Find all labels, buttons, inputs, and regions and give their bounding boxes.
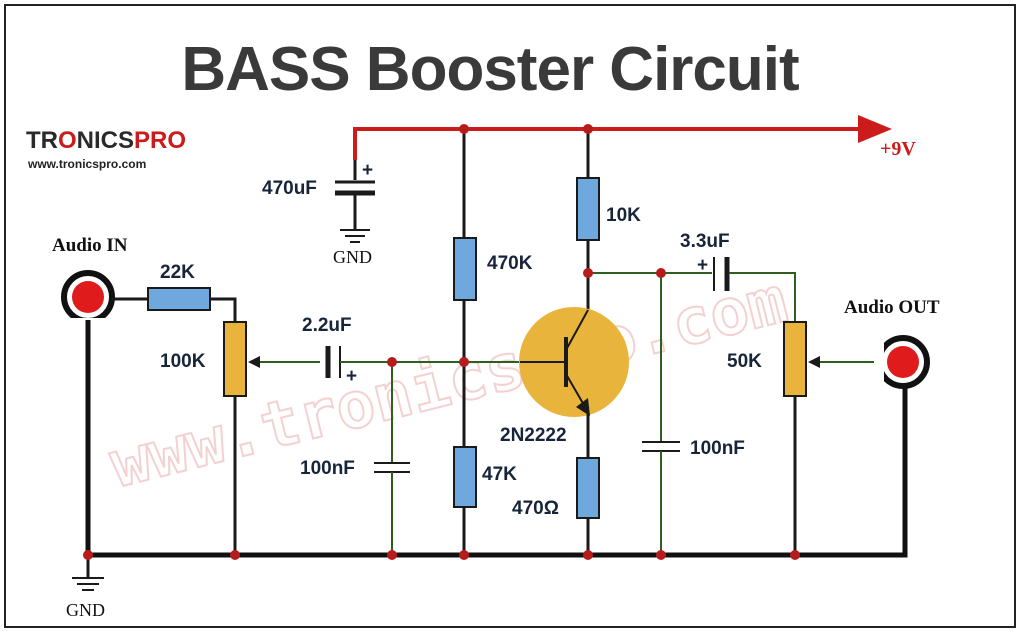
potentiometer-input-label: 100K (160, 351, 206, 372)
node-coupling-filter (387, 357, 397, 367)
transistor: 2N2222 (500, 307, 629, 446)
audio-in-jack: Audio IN (52, 235, 128, 332)
node-ground-filter-left (387, 550, 397, 560)
node-collector (583, 268, 593, 278)
capacitor-coupling-out-polarity: + (697, 255, 708, 276)
supply-label: +9V (880, 138, 916, 160)
resistor-emitter-label: 470Ω (512, 498, 559, 519)
ground-bottom-label: GND (66, 600, 105, 620)
capacitor-coupling-out: + 3.3uF (680, 231, 730, 291)
audio-out-jack-icon (887, 346, 919, 378)
resistor-collector (576, 177, 600, 241)
resistor-bias-top-label: 470K (487, 253, 533, 274)
audio-in-label: Audio IN (52, 235, 128, 256)
node-base (459, 357, 469, 367)
capacitor-filter-right-label: 100nF (690, 438, 745, 459)
resistor-input-label: 22K (160, 262, 195, 283)
resistor-emitter (576, 457, 600, 519)
capacitor-supply-polarity: + (362, 160, 373, 181)
logo-o: O (58, 127, 77, 154)
svg-text:TRONICSPRO: TRONICSPRO (26, 127, 186, 154)
logo-mid: NICS (77, 127, 134, 154)
diagram-frame (4, 4, 1016, 628)
capacitor-filter-right: 100nF (642, 273, 745, 555)
transistor-body (519, 307, 629, 417)
node-ground-bias (459, 550, 469, 560)
ground-top-label: GND (333, 247, 372, 267)
ground-bottom-icon (72, 577, 104, 591)
resistor-input (147, 287, 211, 311)
audio-out-label: Audio OUT (844, 297, 940, 318)
pot-output-wiper-icon (808, 356, 820, 368)
ground-top-icon (340, 229, 370, 243)
page-title: BASS Booster Circuit (181, 35, 799, 104)
node-ground-emitter (583, 550, 593, 560)
brand-logo: TRONICSPRO www.tronicspro.com (26, 127, 186, 171)
resistor-bias-top (453, 237, 477, 301)
pot-input-wiper-icon (248, 356, 260, 368)
supply-arrow-icon (858, 115, 892, 143)
logo-prefix: TR (26, 127, 58, 154)
node-rail-collector (583, 124, 593, 134)
audio-in-jack-icon (72, 281, 104, 313)
brand-url: www.tronicspro.com (27, 157, 146, 171)
node-ground-left (83, 550, 93, 560)
capacitor-supply: + 470uF GND (262, 160, 375, 267)
ground-bus: GND (66, 320, 908, 620)
logo-suffix: PRO (134, 127, 186, 154)
capacitor-coupling-in: + 2.2uF (302, 315, 357, 387)
audio-out-jack: Audio OUT (844, 297, 940, 389)
capacitor-coupling-in-label: 2.2uF (302, 315, 352, 336)
resistor-collector-label: 10K (606, 205, 641, 226)
emitter-arrow-icon (576, 398, 590, 416)
potentiometer-input: 100K (160, 321, 320, 397)
node-ground-pot-in (230, 550, 240, 560)
potentiometer-output-label: 50K (727, 351, 762, 372)
capacitor-coupling-out-label: 3.3uF (680, 231, 730, 252)
supply-wire (353, 127, 860, 160)
resistor-bias-bottom (453, 446, 477, 508)
capacitor-supply-label: 470uF (262, 178, 317, 199)
junction-nodes (83, 124, 800, 560)
capacitor-filter-left: 100nF (300, 362, 410, 555)
capacitor-coupling-in-polarity: + (346, 366, 357, 387)
node-ground-filter-right (656, 550, 666, 560)
supply-rail: +9V (353, 115, 916, 160)
capacitor-filter-left-label: 100nF (300, 458, 355, 479)
node-rail-bias (459, 124, 469, 134)
potentiometer-output: 50K (727, 321, 880, 397)
node-output-filter (656, 268, 666, 278)
node-ground-pot-out (790, 550, 800, 560)
resistor-bias-bottom-label: 47K (482, 464, 517, 485)
transistor-label: 2N2222 (500, 425, 567, 446)
